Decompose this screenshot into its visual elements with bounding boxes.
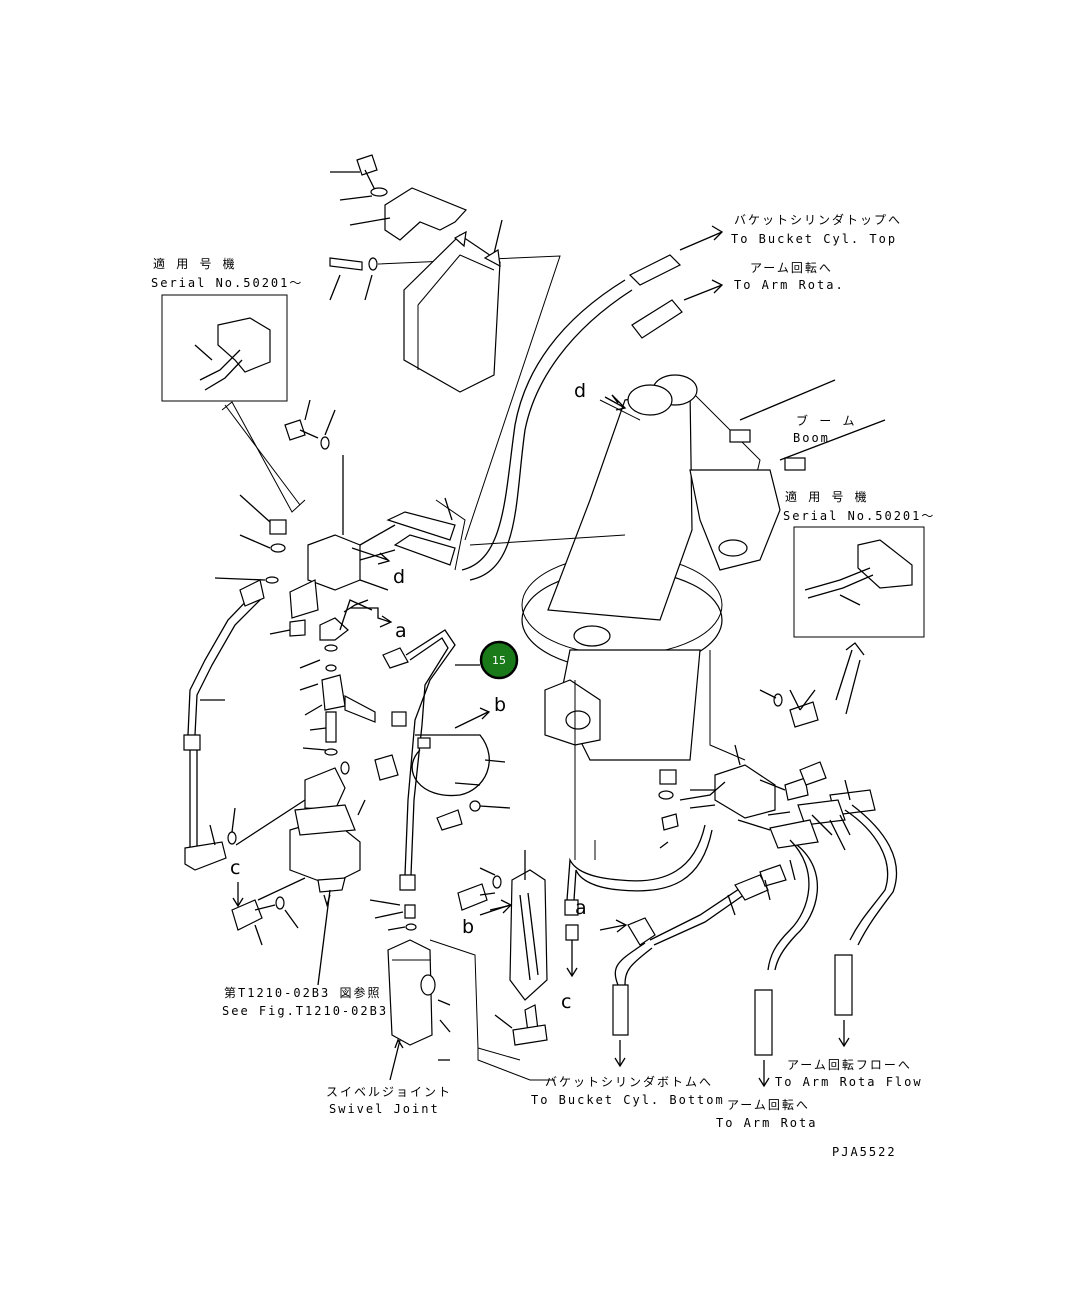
arm-rota2-label-en: To Arm Rota [716,1116,817,1130]
letter-c-bottom: c [561,991,571,1013]
bucket-bottom-label-en: To Bucket Cyl. Bottom [531,1093,725,1107]
lower-hoses [564,680,898,1088]
left-hose-line [183,579,299,946]
annotation-labels: バケットシリンダトップへ To Bucket Cyl. Top アーム回転へ T… [151,212,935,1159]
arm-rota-label-en: To Arm Rota. [734,278,845,292]
boom-label-en: Boom [793,431,830,445]
letter-a-bottom: a [575,897,587,919]
callout-badge[interactable]: 15 [479,640,519,680]
letter-d-left: d [393,566,405,588]
swivel-label-jp: スイベルジョイント [326,1085,452,1099]
arm-rota2-label-jp: アーム回転へ [727,1098,810,1112]
upper-hoses [461,225,724,581]
letter-c-left: c [230,857,240,879]
see-fig-label-jp: 第T1210-02B3 図参照 [224,985,381,1000]
leader-arrows [350,547,628,933]
letter-a-left: a [395,620,407,642]
letter-d-top: d [574,380,586,402]
valve-block-left [214,399,466,637]
serial-right-label-en: Serial No.50201～ [783,509,935,523]
arm-flow-label-en: To Arm Rota Flow [775,1075,923,1089]
swivel-joint-body [387,939,521,1081]
bucket-top-label-jp: バケットシリンダトップへ [734,212,902,227]
hose-a-b [369,629,511,931]
boom-label-jp: ブ ー ム [796,413,856,428]
see-fig-label-en: See Fig.T1210-02B3 [222,1004,388,1018]
callout-number: 15 [492,654,506,667]
serial-inset-right [793,526,925,715]
arm-rota-label-jp: アーム回転へ [750,261,833,275]
arm-flow-label-jp: アーム回転フローへ [787,1058,912,1072]
right-valve-block [658,689,876,851]
bucket-bottom-label-jp: バケットシリンダボトムへ [545,1074,713,1089]
serial-left-label-jp: 適 用 号 機 [153,256,237,271]
bucket-top-label-en: To Bucket Cyl. Top [731,232,897,246]
top-cover-assembly [329,154,561,541]
swivel-label-en: Swivel Joint [329,1102,440,1116]
swivel-joint-assembly [235,599,407,986]
drawing-number: PJA5522 [832,1145,897,1159]
letter-b-right: b [494,694,506,716]
serial-right-label-jp: 適 用 号 機 [785,489,869,504]
boom-swing-post [469,374,886,761]
letter-b-bottom: b [462,916,474,938]
serial-left-label-en: Serial No.50201～ [151,276,303,290]
center-bracket [457,850,555,1081]
serial-inset-left [161,294,306,513]
